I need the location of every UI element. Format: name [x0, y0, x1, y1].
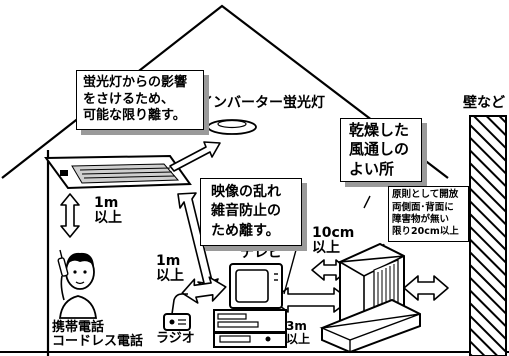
inverter-light-label: インバーター蛍光灯	[199, 95, 325, 111]
radio-distance-label: 1m 以上	[156, 253, 184, 285]
arrow-to-light	[169, 141, 221, 172]
radio-tv-arrow	[181, 276, 227, 304]
tv-unit-arrow	[271, 287, 351, 313]
tv-noise-callout: 映像の乱れ 雑音防止の ため離す。	[200, 178, 302, 246]
tv-label: テレビ	[240, 245, 282, 261]
wall-label: 壁など	[463, 95, 505, 111]
main-unit-icon	[319, 242, 421, 354]
wall-hatch	[469, 115, 507, 356]
inverter-light-icon	[207, 119, 257, 135]
radio-label: ラジオ	[156, 331, 195, 346]
fluorescent-callout: 蛍光灯からの影響 をさけるため、 可能な限り離す。	[76, 70, 204, 130]
location-callout: 乾燥した 風通しの よい所	[340, 118, 422, 182]
ceiling-unit-icon	[44, 154, 192, 190]
vertical-distance-arrow	[60, 193, 80, 238]
rear-clearance-arrow	[403, 275, 449, 301]
ceiling-distance-label: 1m 以上	[94, 195, 122, 227]
side-clearance-label: 10cm 以上	[312, 225, 355, 257]
phone-user-icon	[57, 249, 98, 319]
clearance-callout: 原則として開放 両側面･背面に 障害物が無い 限り20cm以上	[388, 186, 469, 242]
radio-icon	[163, 293, 191, 331]
tv-icon	[213, 263, 287, 348]
tv-distance-label: 3m 以上	[286, 319, 311, 347]
phone-label: 携帯電話 コードレス電話	[52, 320, 144, 350]
